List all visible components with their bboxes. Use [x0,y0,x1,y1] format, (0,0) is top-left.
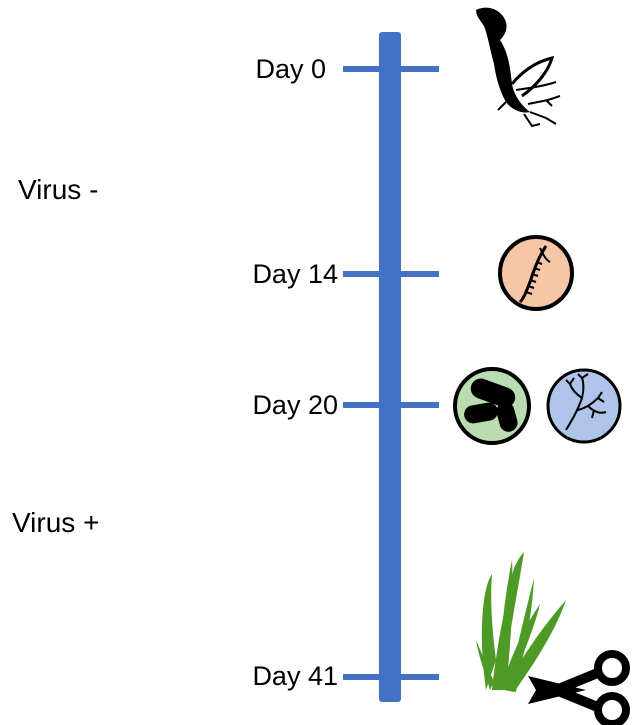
tick-day-41 [343,674,439,680]
day-14-label: Day 14 [218,261,338,288]
virus-negative-label: Virus - [18,176,98,204]
grass-plant-icon [476,552,566,692]
timeline-bar [379,32,401,702]
dna-icon [500,237,572,309]
virus-positive-label: Virus + [12,509,99,537]
day-41-label: Day 41 [218,663,338,690]
day-0-label: Day 0 [206,56,326,83]
tick-day-0 [343,66,439,72]
fungal-hyphae-icon [548,370,620,442]
tick-day-20 [343,402,439,408]
aphid-icon [476,8,560,126]
scissors-icon [528,654,626,724]
bacteria-icon [455,369,529,443]
tick-day-14 [343,271,439,277]
day-20-label: Day 20 [218,392,338,419]
